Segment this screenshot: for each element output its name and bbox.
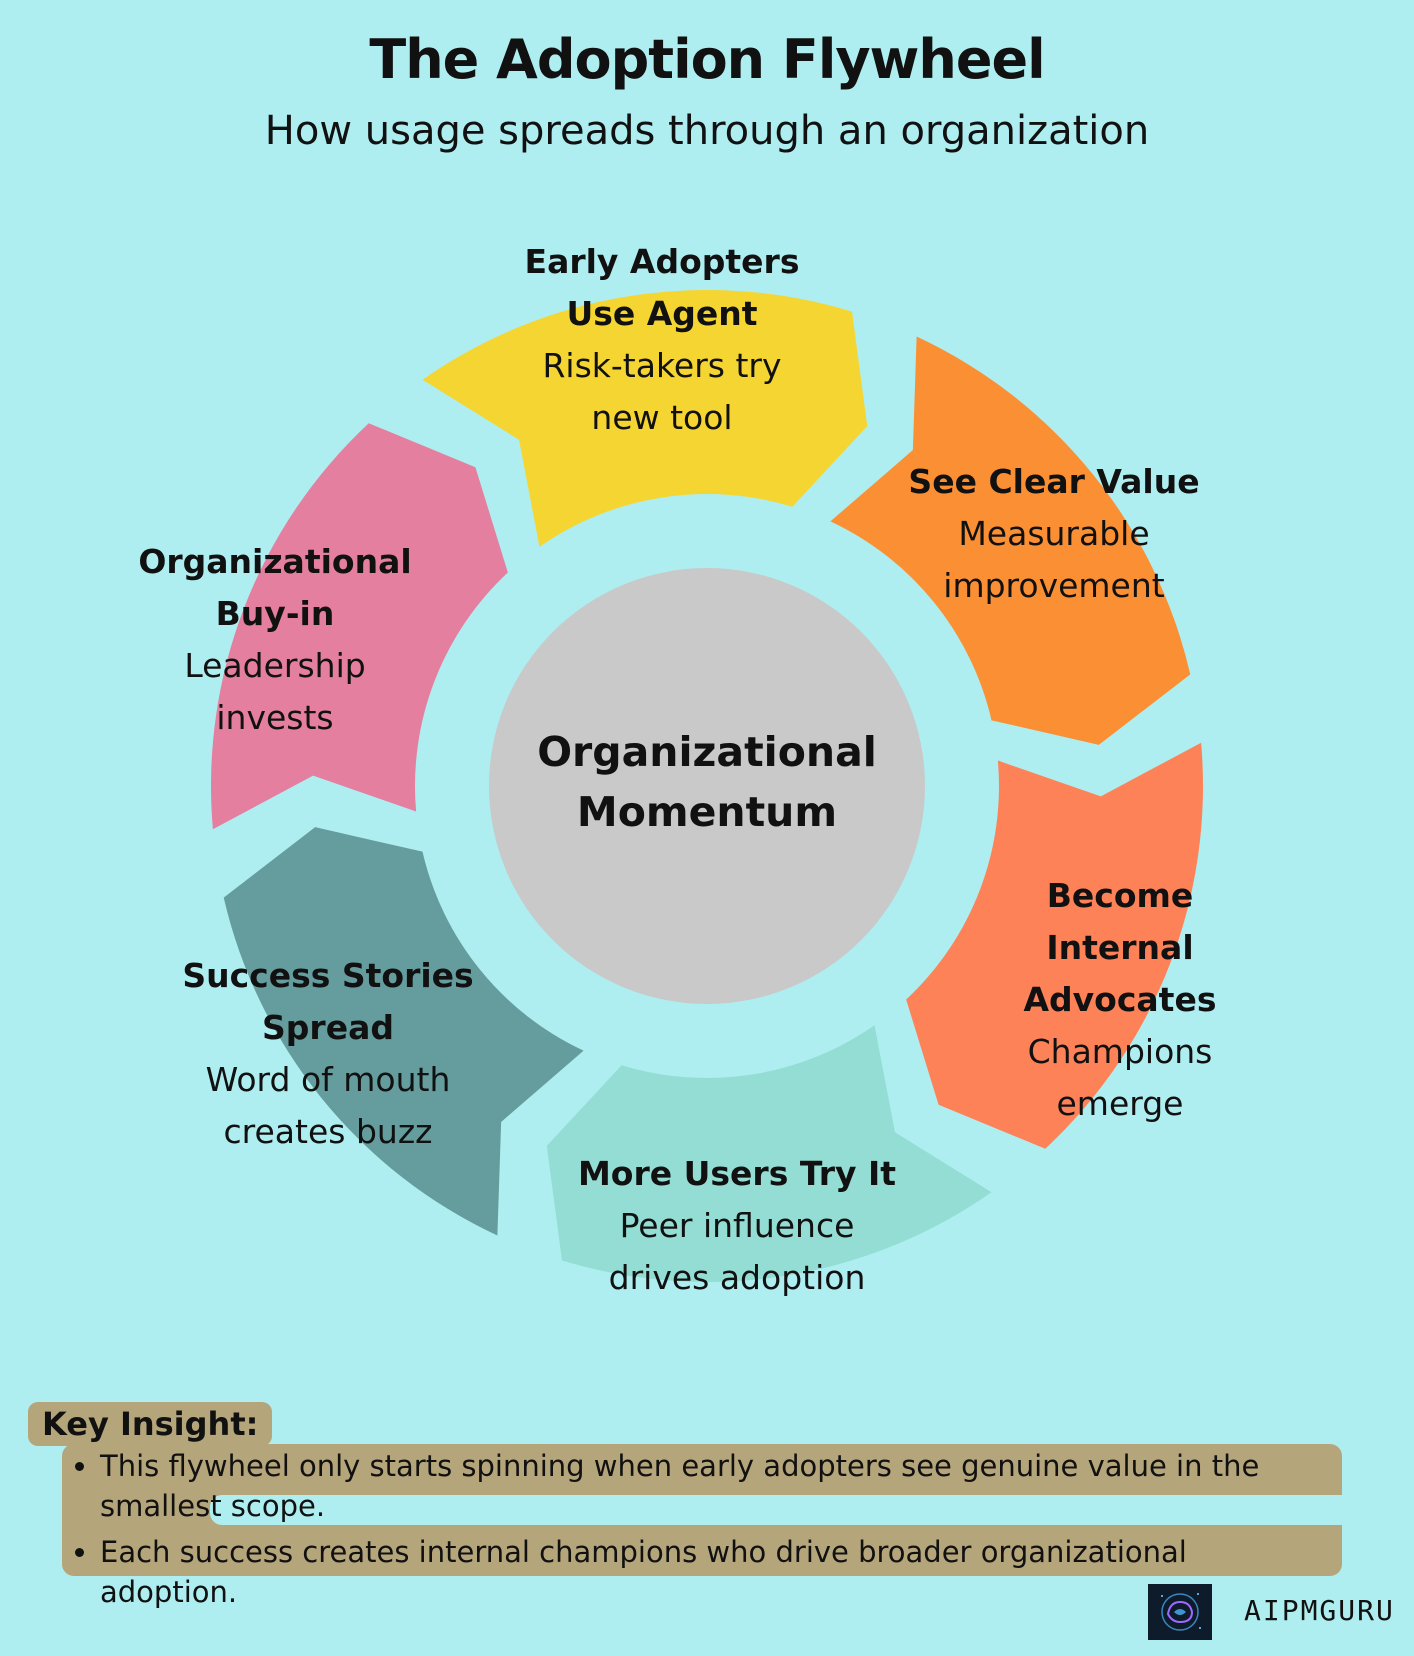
segment-early-arrow: [422, 290, 868, 547]
segment-title: See Clear Value: [908, 462, 1200, 501]
segment-description: Leadership invests: [184, 646, 366, 737]
insight-list: This flywheel only starts spinning when …: [62, 1446, 1342, 1614]
page-title: The Adoption Flywheel: [369, 28, 1045, 91]
insight-bullet: This flywheel only starts spinning when …: [100, 1446, 1322, 1526]
segment-users-arrow: [546, 1025, 992, 1283]
hub-circle: [489, 568, 925, 1004]
segment-title: Success Stories Spread: [182, 956, 474, 1047]
insight-bullet: Each success creates internal champions …: [100, 1532, 1322, 1612]
segment-title: Early Adopters Use Agent: [524, 242, 800, 333]
brand-name: AIPMGURU: [1244, 1594, 1395, 1627]
page-subtitle: How usage spreads through an organizatio…: [264, 108, 1150, 154]
segment-description: Peer influence drives adoption: [608, 1206, 866, 1297]
segment-buyin-arrow: [210, 423, 508, 830]
flywheel-diagram: [210, 290, 1203, 1283]
segment-title: Organizational Buy-in: [138, 542, 412, 633]
brain-logo-icon: [1148, 1584, 1212, 1640]
segment-success-stories: Success Stories Spread Word of mouth cre…: [178, 950, 478, 1158]
segment-description: Champions emerge: [1027, 1032, 1213, 1123]
segment-early-adopters: Early Adopters Use Agent Risk-takers try…: [512, 236, 812, 444]
segment-internal-advocates: Become Internal Advocates Champions emer…: [970, 870, 1270, 1130]
segment-value-arrow: [830, 336, 1191, 745]
segment-organizational-buy-in: Organizational Buy-in Leadership invests: [125, 536, 425, 744]
segment-see-clear-value: See Clear Value Measurable improvement: [904, 456, 1204, 612]
segment-description: Word of mouth creates buzz: [205, 1060, 451, 1151]
segment-stories-arrow: [223, 827, 584, 1236]
segment-description: Measurable improvement: [943, 514, 1165, 605]
hub-label: Organizational Momentum: [537, 728, 877, 836]
insight-label: Key Insight:: [28, 1402, 273, 1446]
segment-title: Become Internal Advocates: [1023, 876, 1217, 1019]
segment-advocates-arrow: [906, 742, 1203, 1149]
segment-title: More Users Try It: [577, 1154, 897, 1193]
segment-more-users: More Users Try It Peer influence drives …: [577, 1148, 897, 1304]
segment-description: Risk-takers try new tool: [542, 346, 782, 437]
insight-gap: [210, 1495, 1342, 1525]
